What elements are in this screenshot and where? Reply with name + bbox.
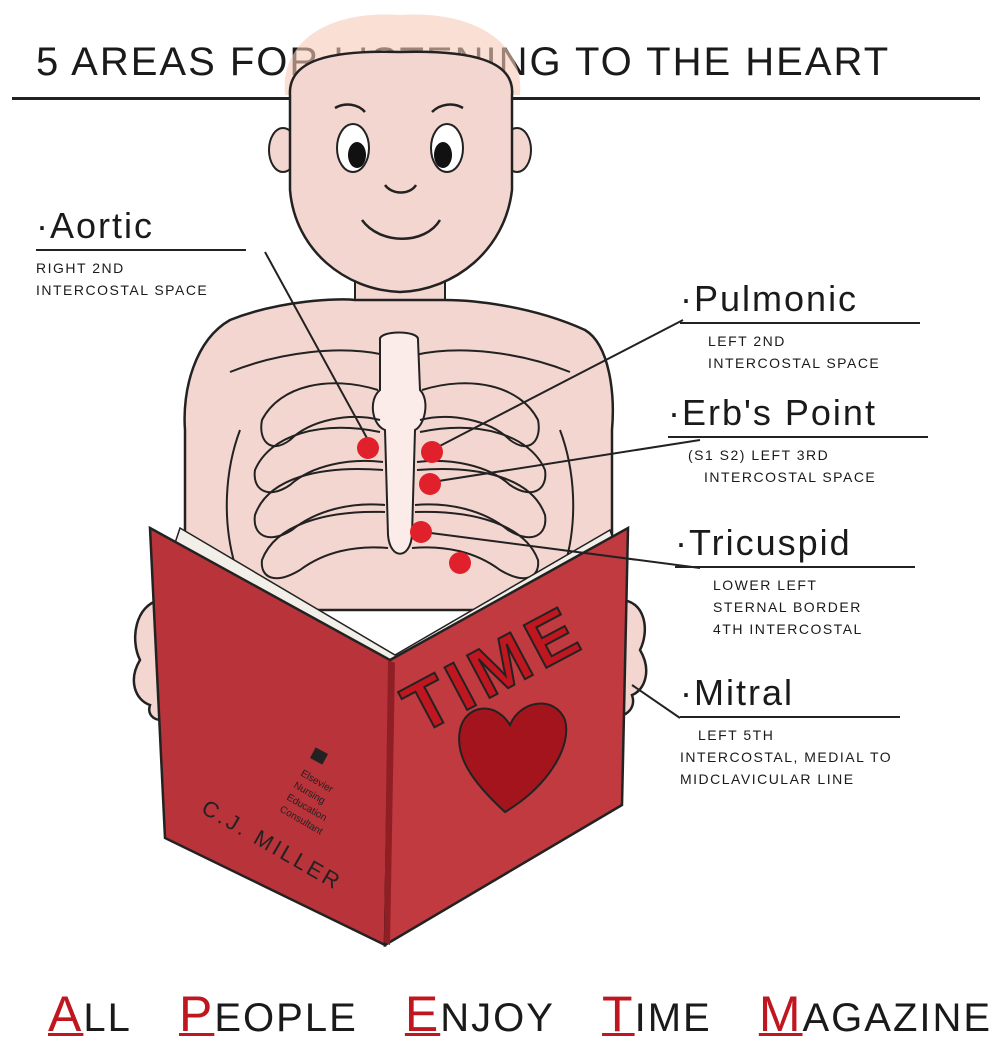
area-desc: Intercostal space xyxy=(708,352,920,374)
area-desc: 4th intercostal xyxy=(713,618,915,640)
point-erbs xyxy=(419,473,441,495)
area-name: Mitral xyxy=(694,672,794,713)
head xyxy=(290,52,512,292)
area-desc: Intercostal space xyxy=(36,279,246,301)
point-pulmonic xyxy=(421,441,443,463)
area-desc: Right 2nd xyxy=(36,257,246,279)
mnemonic: ALL PEOPLE ENJOY TIME MAGAZINE xyxy=(48,985,989,1043)
area-desc: Intercostal, medial to xyxy=(680,746,900,768)
area-name: Erb's Point xyxy=(682,392,877,433)
area-desc: midclavicular line xyxy=(680,768,900,790)
point-tricuspid xyxy=(410,521,432,543)
label-erbs-point: ·Erb's Point (S1 S2) Left 3rd Intercosta… xyxy=(668,392,928,488)
area-name: Aortic xyxy=(50,205,154,246)
label-mitral: ·Mitral Left 5th Intercostal, medial to … xyxy=(680,672,900,790)
point-mitral xyxy=(449,552,471,574)
mnemonic-word: MAGAZINE xyxy=(759,996,989,1040)
mnemonic-word: ENJOY xyxy=(405,996,555,1040)
area-desc: Intercostal space xyxy=(704,466,928,488)
area-desc: (S1 S2) Left 3rd xyxy=(688,444,928,466)
point-aortic xyxy=(357,437,379,459)
label-tricuspid: ·Tricuspid Lower left Sternal border 4th… xyxy=(675,522,915,640)
pupil-right xyxy=(434,142,452,168)
pupil-left xyxy=(348,142,366,168)
mnemonic-word: PEOPLE xyxy=(179,996,358,1040)
area-desc: Sternal border xyxy=(713,596,915,618)
area-desc: Left 2nd xyxy=(708,330,920,352)
area-name: Tricuspid xyxy=(689,522,852,563)
mnemonic-word: ALL xyxy=(48,996,132,1040)
area-name: Pulmonic xyxy=(694,278,858,319)
label-aortic: ·Aortic Right 2nd Intercostal space xyxy=(36,205,246,301)
mnemonic-word: TIME xyxy=(602,996,712,1040)
area-desc: Left 5th xyxy=(698,724,900,746)
area-desc: Lower left xyxy=(713,574,915,596)
label-pulmonic: ·Pulmonic Left 2nd Intercostal space xyxy=(680,278,920,374)
